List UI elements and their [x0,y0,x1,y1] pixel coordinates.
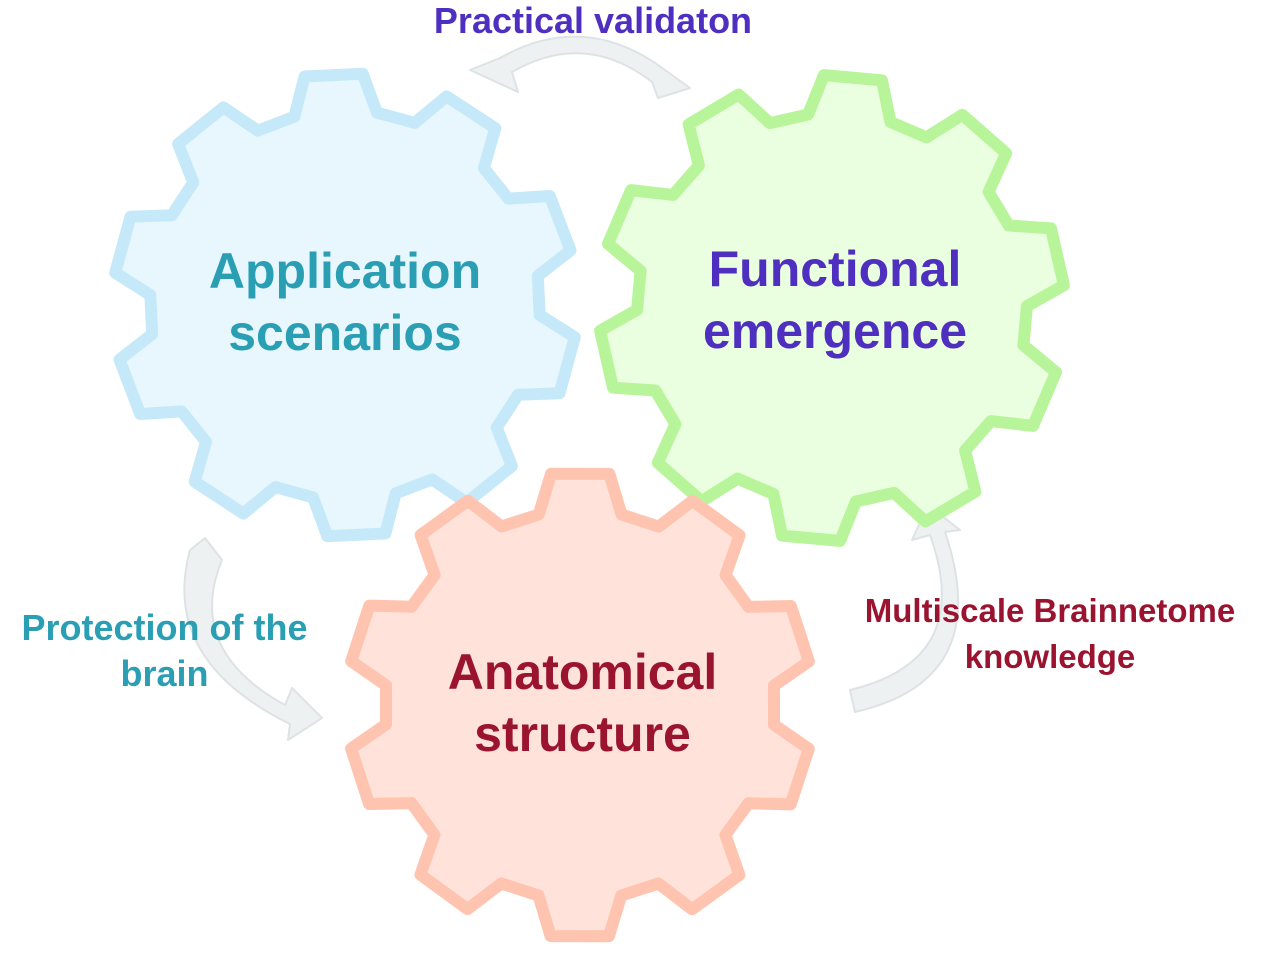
functional-gear-shape [594,69,1070,547]
practical-validation-label: Practical validaton [412,0,774,44]
multiscale-line-1: Multiscale Brainnetome [864,592,1236,629]
anatomical-title-line-2: structure [474,706,691,762]
functional-emergence-title: Functional emergence [680,238,990,362]
protection-line-2: brain [120,653,209,694]
application-scenarios-title: Application scenarios [195,240,495,364]
application-title-line-1: Application [208,243,482,299]
application-title-line-2: scenarios [228,305,462,361]
application-gear-shape [109,67,581,543]
functional-title-line-1: Functional [708,241,962,297]
gears-group [109,67,1070,943]
cycle-arrows [183,35,961,741]
anatomical-title-line-1: Anatomical [447,644,718,700]
practical-validation-text: Practical validaton [433,0,753,41]
protection-of-brain-label: Protection of the brain [2,605,327,697]
anatomical-structure-title: Anatomical structure [425,641,740,765]
protection-line-1: Protection of the [21,607,308,648]
right-cycle-arrow [849,504,961,713]
multiscale-line-2: knowledge [964,638,1136,675]
left-cycle-arrow [183,537,323,741]
anatomical-gear-shape [345,467,815,943]
functional-title-line-2: emergence [702,303,968,359]
top-cycle-arrow [469,35,691,99]
multiscale-knowledge-label: Multiscale Brainnetome knowledge [822,588,1278,680]
